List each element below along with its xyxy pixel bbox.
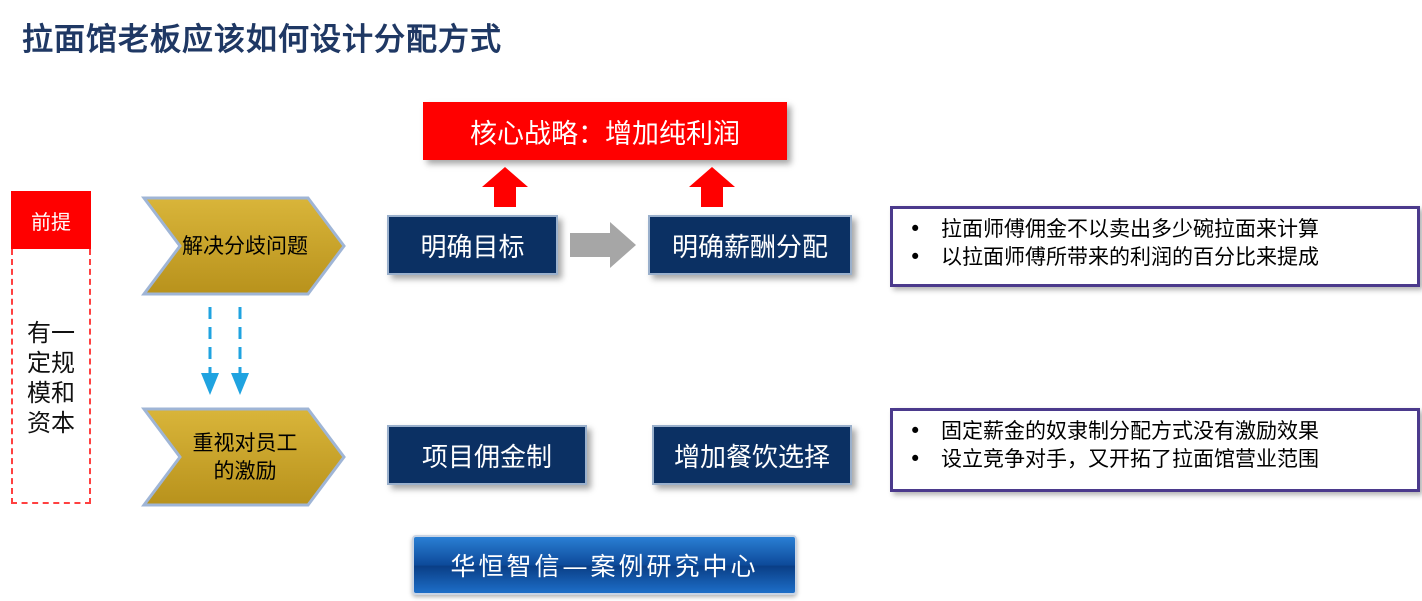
more-food-box: 增加餐饮选择 [652, 425, 852, 485]
right-arrow-icon [570, 222, 636, 268]
dashed-down-arrow-icon [201, 307, 249, 395]
premise-line: 模和 [27, 379, 75, 407]
footer-banner: 华恒智信—案例研究中心 [412, 535, 797, 595]
page-title: 拉面馆老板应该如何设计分配方式 [22, 22, 502, 58]
bullet-item: 拉面师傅佣金不以卖出多少碗拉面来计算 [905, 215, 1407, 243]
premise-line: 有一 [27, 319, 75, 347]
core-strategy-box: 核心战略：增加纯利润 [423, 102, 787, 160]
chevron-shape [141, 407, 346, 507]
premise-label: 前提 [11, 191, 91, 249]
up-arrow-icon [482, 167, 528, 207]
bullet-item: 以拉面师傅所带来的利润的百分比来提成 [905, 243, 1407, 271]
chevron-bottom-text: 重视对员工 的激励 [172, 409, 318, 505]
chevron-bottom-line: 的激励 [213, 459, 277, 483]
up-arrow-icon [689, 167, 735, 207]
clear-pay-box: 明确薪酬分配 [648, 215, 852, 275]
clear-goal-box: 明确目标 [387, 215, 558, 275]
chevron-shape [141, 196, 346, 296]
premise-line: 定规 [27, 349, 75, 377]
chevron-top-text: 解决分歧问题 [182, 234, 308, 258]
bullet-list-top: 拉面师傅佣金不以卖出多少碗拉面来计算 以拉面师傅所带来的利润的百分比来提成 [890, 206, 1420, 287]
bullet-item: 设立竞争对手，又开拓了拉面馆营业范围 [905, 445, 1407, 473]
premise-frame [11, 249, 91, 504]
premise-text: 有一 定规 模和 资本 [15, 318, 87, 438]
chevron-bottom-line: 重视对员工 [192, 431, 298, 455]
commission-box: 项目佣金制 [387, 425, 587, 485]
premise-line: 资本 [27, 409, 75, 437]
bullet-list-bottom: 固定薪金的奴隶制分配方式没有激励效果 设立竞争对手，又开拓了拉面馆营业范围 [890, 408, 1420, 492]
bullet-item: 固定薪金的奴隶制分配方式没有激励效果 [905, 417, 1407, 445]
